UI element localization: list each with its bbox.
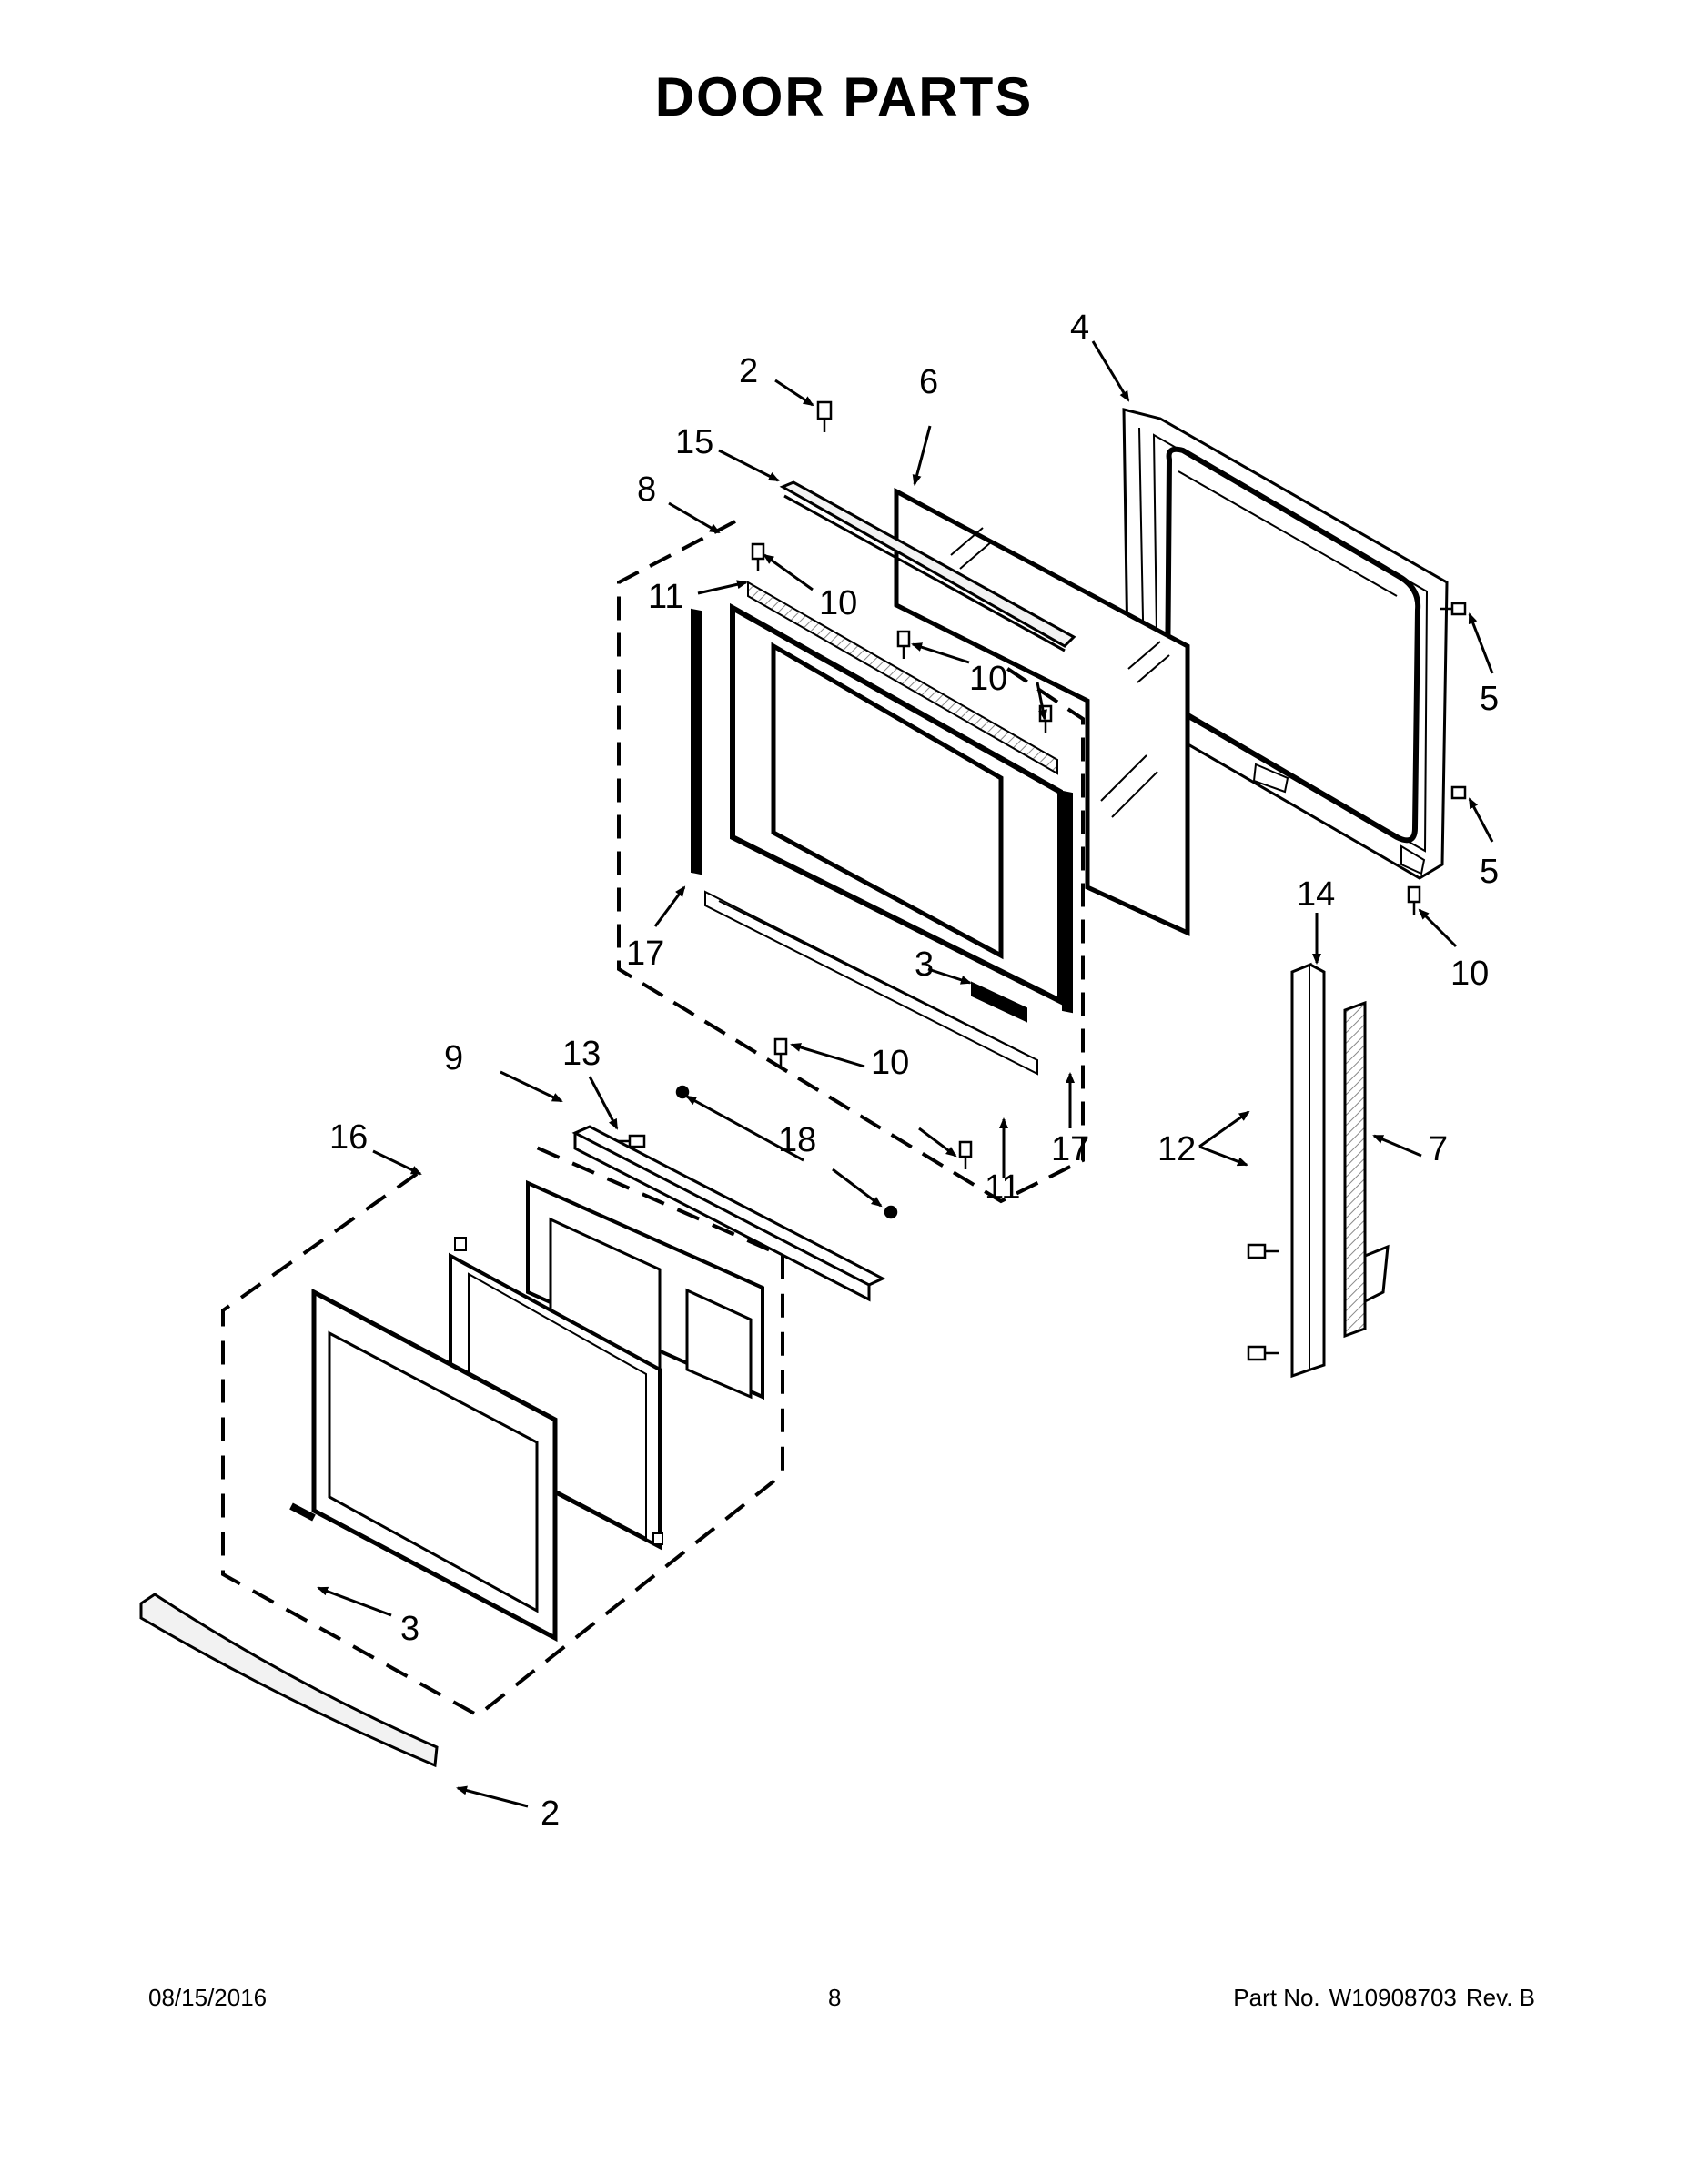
callout-10-b: 10 — [969, 660, 1007, 698]
hinge-receiver — [1290, 962, 1326, 1379]
callout-labels: 2 6 4 15 8 11 10 10 5 5 10 14 17 3 9 13 … — [329, 308, 1499, 1833]
footer-page-number: 8 — [828, 1984, 842, 2011]
callout-14: 14 — [1297, 875, 1335, 914]
callout-3-top: 3 — [915, 945, 934, 984]
door-hinge — [1343, 1000, 1390, 1339]
footer-part-number: Part No. W10908703 Rev. B — [1224, 1984, 1535, 2012]
callout-15: 15 — [675, 423, 713, 461]
part-prefix: Part No. — [1233, 1984, 1320, 2011]
callout-11-top: 11 — [648, 578, 683, 616]
inner-door-panel — [691, 581, 1073, 1076]
callout-2-bottom: 2 — [541, 1795, 560, 1833]
callout-2-top: 2 — [739, 352, 758, 390]
callout-17-left: 17 — [626, 935, 664, 973]
part-number: W10908703 — [1329, 1984, 1457, 2011]
callout-8: 8 — [637, 470, 656, 509]
callout-13: 13 — [562, 1035, 601, 1073]
window-glass-panel — [894, 487, 1190, 936]
callout-3-bottom: 3 — [400, 1610, 419, 1648]
callout-9: 9 — [444, 1039, 463, 1077]
callout-12: 12 — [1157, 1130, 1196, 1168]
callout-10-d: 10 — [871, 1044, 909, 1082]
door-handle — [139, 1592, 439, 1768]
callout-5-b: 5 — [1480, 853, 1499, 891]
callout-10-a: 10 — [819, 584, 857, 622]
callout-18: 18 — [778, 1121, 816, 1159]
callout-7: 7 — [1429, 1130, 1448, 1168]
callout-17-right: 17 — [1051, 1130, 1089, 1168]
callout-5-a: 5 — [1480, 680, 1499, 718]
top-trim-bar — [779, 480, 1076, 652]
page-title: DOOR PARTS — [654, 66, 1034, 127]
callout-10-c: 10 — [1450, 955, 1489, 993]
callout-4: 4 — [1070, 308, 1089, 347]
outer-door-glass-middle — [449, 1237, 663, 1551]
callout-6: 6 — [919, 363, 938, 401]
revision: Rev. B — [1465, 1984, 1535, 2011]
callout-11-bottom: 11 — [985, 1168, 1020, 1207]
inner-door-assembly-outline — [617, 520, 1085, 1204]
inner-door-frame — [1122, 408, 1449, 880]
outer-door-frame — [289, 1288, 558, 1643]
leader-arrows — [317, 340, 1494, 1808]
bottom-bracket — [571, 1125, 886, 1302]
callout-16: 16 — [329, 1118, 368, 1157]
footer-date: 08/15/2016 — [148, 1984, 268, 2011]
